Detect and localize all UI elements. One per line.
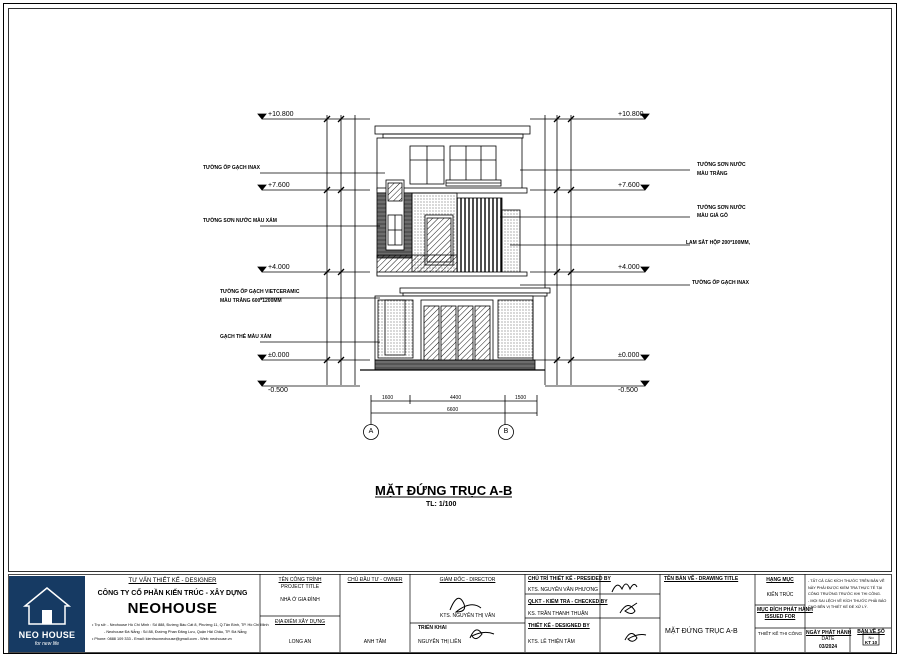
project-title: NHÀ Ở GIA ĐÌNH xyxy=(280,597,320,603)
material-label-right-1b: MÀU TRẮNG xyxy=(697,171,728,177)
house-icon xyxy=(22,587,72,625)
dim-1: 1600 xyxy=(382,395,394,401)
level-label-3-right: +4.000 xyxy=(618,264,640,271)
level-label-4-right: ±0.000 xyxy=(618,352,640,359)
issued-en: ISSUED FOR xyxy=(764,614,796,620)
material-label-left-4: GẠCH THẺ MÀU XÁM xyxy=(220,334,272,340)
issued-label: MỤC ĐÍCH PHÁT HÀNH xyxy=(757,607,813,613)
note-line-5: CHO BÊN VỊ THIẾT KẾ ĐỂ XỬ LÝ. xyxy=(808,605,868,609)
presided: KTS. NGUYỄN VĂN PHƯƠNG xyxy=(528,587,598,593)
note-line-3: CÔNG TRƯỜNG TRƯỚC KHI THI CÔNG. xyxy=(808,592,881,596)
company-brand: NEOHOUSE xyxy=(127,600,218,617)
level-label-4-left: ±0.000 xyxy=(268,352,290,359)
location: LONG AN xyxy=(288,639,312,645)
issued: THIẾT KẾ THI CÔNG xyxy=(757,631,803,636)
sheet-border xyxy=(3,3,897,654)
drawing-title-block: MẶT ĐỨNG TRỤC A-B xyxy=(665,628,738,635)
axis-label-b: B xyxy=(503,428,509,435)
location-label: ĐỊA ĐIỂM XÂY DỰNG xyxy=(274,619,326,625)
level-label-5-left: -0.500 xyxy=(268,387,288,394)
checked: KS. TRẦN THANH THUẬN xyxy=(528,611,589,617)
general-notes: - TẤT CẢ CÁC KÍCH THƯỚC TRÊN BẢN VẼ NÀY … xyxy=(808,578,890,611)
material-label-right-2b: MÀU GIẢ GỖ xyxy=(697,213,728,219)
level-label-5-right: -0.500 xyxy=(618,387,638,394)
sheet-en: No xyxy=(868,635,874,640)
sheet-label: BẢN VẼ SỐ xyxy=(857,629,885,635)
material-label-left-2: TƯỜNG SƠN NƯỚC MÀU XÁM xyxy=(203,218,277,224)
deployed: NGUYỄN THỊ LIÊN xyxy=(418,639,462,645)
date-label: NGÀY PHÁT HÀNH xyxy=(806,630,852,636)
category: KIẾN TRÚC xyxy=(766,592,794,598)
designed: KTS. LÊ THIỆN TÂM xyxy=(528,639,575,645)
note-line-2: NÀY PHẢI ĐƯỢC KIỂM TRA THỰC TẾ TẠI xyxy=(808,585,883,590)
title-block-grid xyxy=(8,574,892,653)
logo-tagline: for new life xyxy=(34,641,60,647)
level-label-2-left: +7.600 xyxy=(268,182,290,189)
designed-label: THIẾT KẾ - DESIGNED BY xyxy=(528,623,590,629)
dim-3: 1500 xyxy=(515,395,527,401)
signatures xyxy=(449,583,647,642)
material-label-left-1: TƯỜNG ỐP GẠCH INAX xyxy=(203,165,260,171)
building-elevation xyxy=(257,113,690,498)
axis-label-a: A xyxy=(368,428,374,435)
owner-label: CHỦ ĐẦU TƯ - OWNER xyxy=(347,577,403,583)
company-address-2: - Neohouse Đà Nẵng : Số 88, Đường Phan Đ… xyxy=(104,630,247,634)
note-line-1: - TẤT CẢ CÁC KÍCH THƯỚC TRÊN BẢN VẼ xyxy=(808,579,885,583)
sheet-number: KT 10 xyxy=(864,640,878,645)
presided-label: CHỦ TRÌ THIẾT KẾ - PRESIDED BY xyxy=(528,576,611,582)
deployed-label: TRIỂN KHAI xyxy=(418,625,447,631)
date-en: DATE xyxy=(821,636,835,642)
project-title-label: TÊN CÔNG TRÌNH xyxy=(278,577,322,583)
level-label-top-left: +10.800 xyxy=(268,111,294,118)
director-label: GIÁM ĐỐC - DIRECTOR xyxy=(439,577,496,583)
dim-total: 6600 xyxy=(447,407,459,413)
director: KTS. NGUYỄN THỊ VÂN xyxy=(440,613,495,619)
dim-2: 4400 xyxy=(450,395,462,401)
level-label-top-right: +10.800 xyxy=(618,111,644,118)
company-name: CÔNG TY CỔ PHẦN KIẾN TRÚC - XÂY DỰNG xyxy=(97,590,248,597)
material-label-right-3: LAM SẮT HỘP 200*100MM, xyxy=(686,240,751,246)
note-line-4: - MỌI SAI LỆCH VỀ KÍCH THƯỚC PHẢI BÁO xyxy=(808,598,887,603)
material-label-right-2a: TƯỜNG SƠN NƯỚC xyxy=(697,205,746,211)
drawing-title-label: TÊN BẢN VẼ - DRAWING TITLE xyxy=(664,576,739,582)
date: 03/2024 xyxy=(818,644,838,650)
category-label: HẠNG MỤC xyxy=(766,577,794,583)
company-logo: NEO HOUSE for new life xyxy=(9,576,85,652)
checked-label: QLKT - KIỂM TRA - CHECKED BY xyxy=(528,599,608,605)
drawing-border xyxy=(8,8,892,572)
level-label-2-right: +7.600 xyxy=(618,182,640,189)
drawing-scale: TL: 1/100 xyxy=(426,501,457,508)
drawing-title: MẶT ĐỨNG TRỤC A-B xyxy=(375,483,513,498)
material-label-right-4: TƯỜNG ỐP GẠCH INAX xyxy=(692,280,749,286)
company-address-1: • Trụ sở: - Neohouse Hồ Chí Minh : Số 88… xyxy=(92,623,269,627)
material-label-left-3a: TƯỜNG ỐP GẠCH VIETCERAMIC xyxy=(220,289,300,295)
logo-name: NEO HOUSE xyxy=(18,630,76,640)
owner: ANH TÂM xyxy=(363,639,387,645)
material-label-right-1a: TƯỜNG SƠN NƯỚC xyxy=(697,162,746,168)
company-contact: • Phone: 0888 109 333 - Email: kientrucn… xyxy=(92,637,232,641)
project-title-en: PROJECT TITLE xyxy=(280,584,320,590)
level-label-3-left: +4.000 xyxy=(268,264,290,271)
material-label-left-3b: MÀU TRẮNG 600*1200MM xyxy=(220,298,282,304)
designer-header: TƯ VẤN THIẾT KẾ - DESIGNER xyxy=(128,578,217,584)
